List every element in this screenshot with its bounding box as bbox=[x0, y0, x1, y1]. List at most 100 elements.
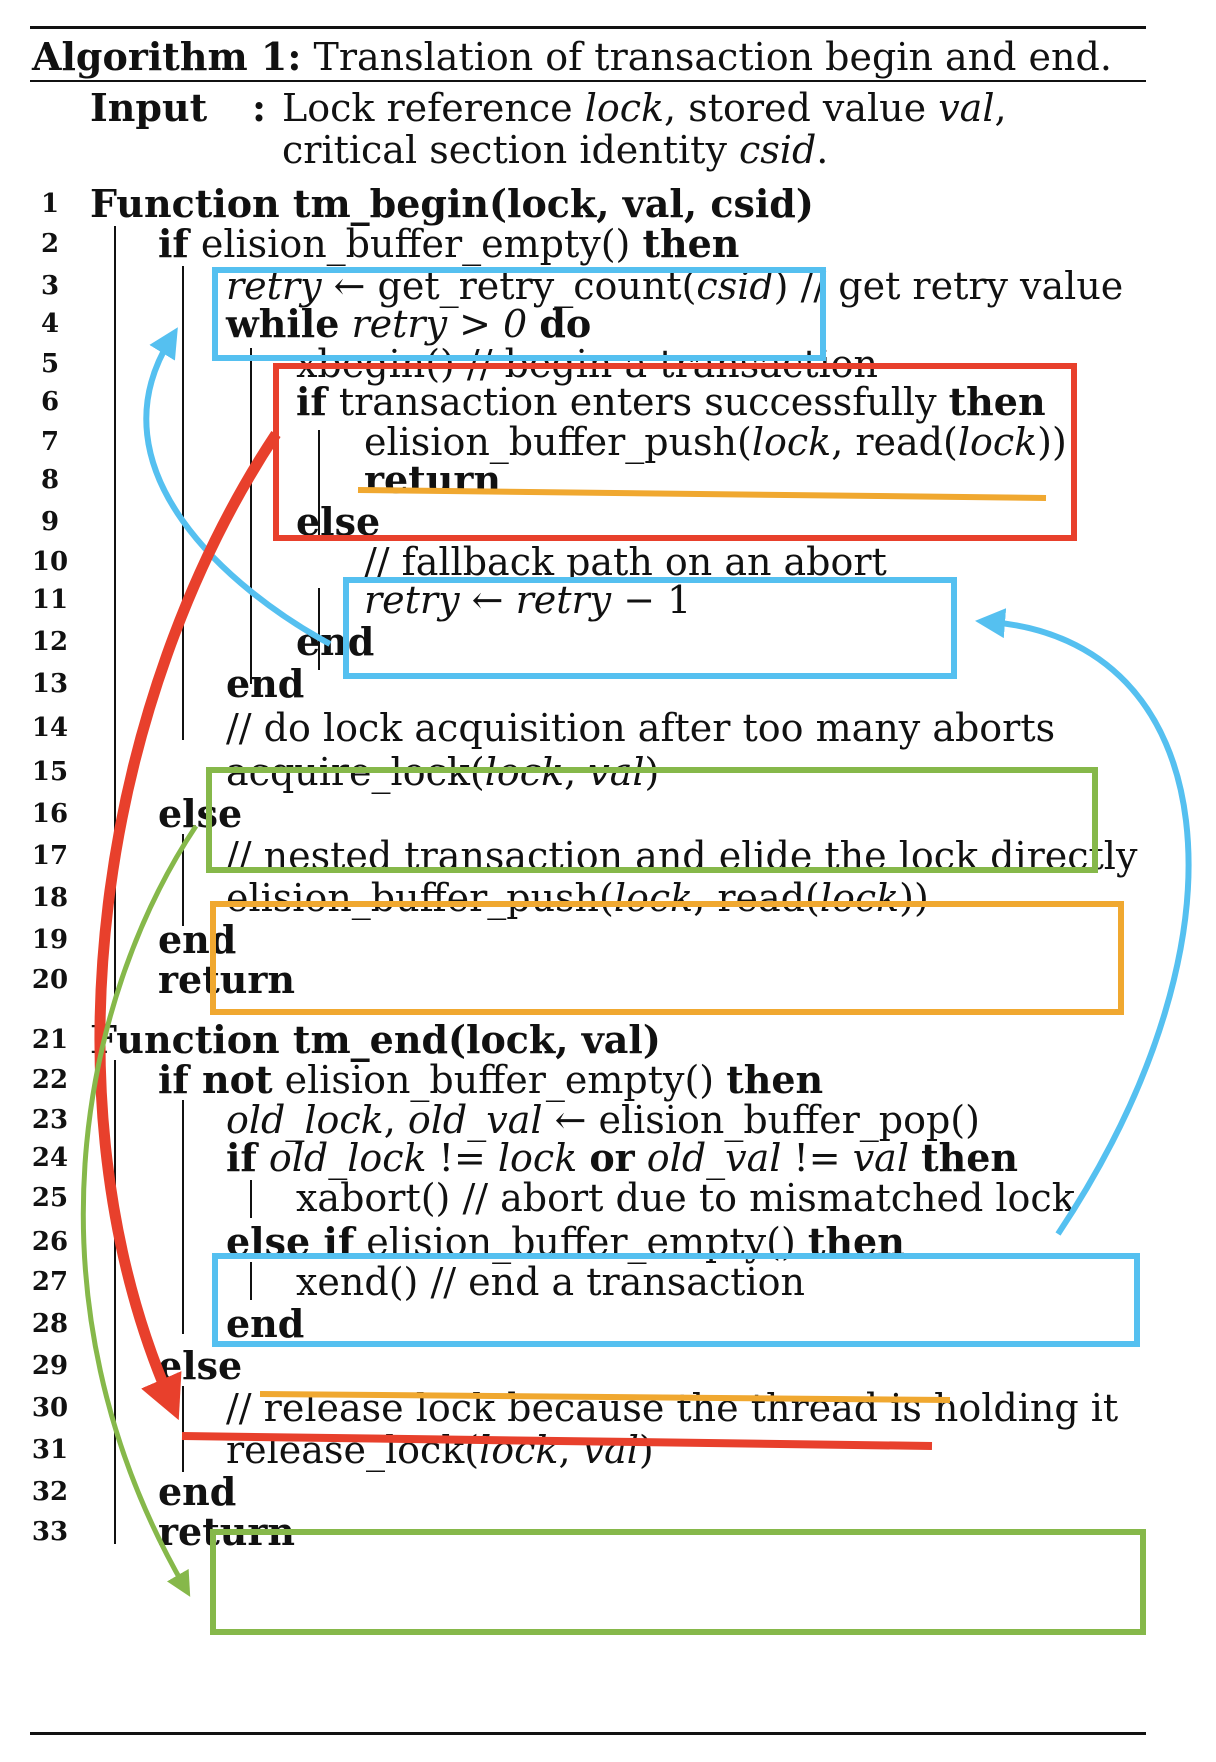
line-number: 5 bbox=[40, 349, 60, 379]
algorithm.lines.17.parts-part: )) bbox=[899, 876, 929, 920]
algorithm.lines.8.parts-part: else bbox=[296, 499, 381, 544]
scope-bar bbox=[318, 430, 320, 536]
nested-elide-box bbox=[210, 901, 1124, 1015]
code-line: Function tm_begin(lock, val, csid) bbox=[90, 182, 814, 226]
code-line: end bbox=[158, 1470, 236, 1514]
algorithm.lines.25.parts-part: then bbox=[807, 1219, 905, 1264]
algorithm.lines.5.parts-part: if bbox=[296, 379, 327, 424]
algorithm.input_line1-part: , bbox=[994, 86, 1007, 130]
algorithm.input_line2-part: csid bbox=[739, 128, 817, 172]
code-line: if old_lock != lock or old_val != val th… bbox=[226, 1135, 1019, 1181]
algorithm.lines.12.parts-part: end bbox=[226, 661, 305, 706]
algorithm.lines.1.parts-part: if bbox=[158, 221, 189, 266]
line-number: 1 bbox=[40, 189, 60, 219]
line-number: 29 bbox=[31, 1351, 69, 1381]
line-number: 10 bbox=[31, 547, 69, 577]
algorithm.lines.23.parts-part: != bbox=[426, 1136, 498, 1180]
algorithm.lines.2.parts-part: csid bbox=[696, 264, 774, 308]
algorithm.lines.31.parts-part: end bbox=[158, 1469, 237, 1514]
code-line: else bbox=[158, 792, 242, 836]
code-line: return bbox=[158, 1510, 295, 1554]
input-colon: : bbox=[252, 85, 267, 130]
line-number: 17 bbox=[31, 841, 69, 871]
algorithm.lines.21.parts-part: then bbox=[726, 1057, 824, 1102]
algorithm.lines.9.parts-part: // fallback path on an abort bbox=[364, 540, 887, 584]
line-number: 31 bbox=[31, 1435, 69, 1465]
algorithm.lines.10.parts-part: − 1 bbox=[611, 578, 692, 622]
title-rule bbox=[30, 80, 1146, 82]
algorithm.lines.3.parts-part bbox=[527, 302, 539, 346]
code-line: else if elision_buffer_empty() then bbox=[226, 1219, 905, 1265]
algorithm.input_line1-part: lock bbox=[584, 86, 665, 130]
algorithm.lines.5.parts-part: transaction enters successfully bbox=[326, 380, 949, 424]
algorithm.lines.30.parts-part: , bbox=[558, 1428, 583, 1472]
algorithm.lines.27.parts-part: end bbox=[226, 1301, 305, 1346]
scope-bar bbox=[182, 1386, 184, 1472]
code-line: // fallback path on an abort bbox=[364, 540, 887, 584]
algorithm.lines.23.parts-part: then bbox=[921, 1135, 1019, 1180]
line-number: 4 bbox=[40, 309, 60, 339]
algorithm.lines.21.parts-part: if not bbox=[158, 1057, 273, 1102]
scope-bar bbox=[250, 348, 252, 684]
line-number: 22 bbox=[31, 1065, 69, 1095]
algorithm.lines.23.parts-part: != bbox=[781, 1136, 853, 1180]
algorithm.lines.13.parts-part: // do lock acquisition after too many ab… bbox=[226, 706, 1056, 750]
algorithm.lines.17.parts-part: lock bbox=[613, 876, 694, 920]
algorithm.lines.10.parts-part: retry bbox=[364, 578, 460, 622]
algorithm.lines.23.parts-part: val bbox=[852, 1136, 909, 1180]
line-number: 9 bbox=[40, 507, 60, 537]
code-line: end bbox=[226, 1302, 304, 1346]
algorithm-caption: Translation of transaction begin and end… bbox=[313, 35, 1112, 79]
algorithm.lines.23.parts-part: if bbox=[226, 1135, 257, 1180]
scope-bar bbox=[182, 266, 184, 740]
algorithm.lines.23.parts-part bbox=[909, 1136, 921, 1180]
algorithm.input_line1-part: , stored value bbox=[664, 86, 939, 130]
code-line: release_lock(lock, val) bbox=[226, 1428, 654, 1472]
algorithm.lines.23.parts-part: old_val bbox=[646, 1136, 782, 1180]
line-number: 30 bbox=[31, 1393, 69, 1423]
algorithm.lines.25.parts-part: elision_buffer_empty() bbox=[354, 1220, 808, 1264]
line-number: 13 bbox=[31, 669, 69, 699]
scope-bar bbox=[182, 834, 184, 926]
line-number: 6 bbox=[40, 387, 60, 417]
algorithm-label: Algorithm 1: bbox=[32, 34, 302, 79]
line-number: 28 bbox=[31, 1309, 69, 1339]
algorithm.lines.15.parts-part: else bbox=[158, 791, 243, 836]
code-line: Function tm_end(lock, val) bbox=[90, 1018, 661, 1062]
algorithm.lines.7.parts-part: return bbox=[364, 457, 502, 502]
algorithm.lines.23.parts-part: old_lock bbox=[268, 1136, 427, 1180]
algorithm.input_line2-part: critical section identity bbox=[282, 128, 740, 172]
algorithm.lines.10.parts-part: ← bbox=[459, 578, 516, 622]
line-number: 33 bbox=[31, 1517, 69, 1547]
code-line: acquire_lock(lock, val) bbox=[226, 750, 659, 794]
algorithm.input_line1-part: val bbox=[938, 86, 995, 130]
line-number: 8 bbox=[40, 465, 60, 495]
code-line: retry ← retry − 1 bbox=[364, 578, 691, 622]
algorithm.lines.18.parts-part: end bbox=[158, 917, 237, 962]
line-number: 15 bbox=[31, 757, 69, 787]
scope-bar bbox=[318, 588, 320, 670]
top-rule bbox=[30, 26, 1146, 29]
line-number: 2 bbox=[40, 229, 60, 259]
scope-bar bbox=[250, 1180, 252, 1218]
line-number: 7 bbox=[40, 427, 60, 457]
bottom-rule bbox=[30, 1732, 1146, 1735]
input-label: Input bbox=[90, 85, 208, 130]
algorithm.lines.17.parts-part: , read( bbox=[693, 876, 820, 920]
algorithm.lines.21.parts-part: elision_buffer_empty() bbox=[272, 1058, 727, 1102]
algorithm.lines.16.parts-part: // nested transaction and elide the lock… bbox=[226, 834, 1138, 878]
algorithm.lines.29.parts-part: // release lock because the thread is ho… bbox=[226, 1386, 1119, 1430]
algorithm.lines.19.parts-part: return bbox=[158, 957, 296, 1002]
code-line: // do lock acquisition after too many ab… bbox=[226, 706, 1055, 750]
code-line: xabort() // abort due to mismatched lock bbox=[296, 1176, 1075, 1220]
algorithm.lines.6.parts-part: lock bbox=[957, 420, 1038, 464]
algorithm.lines.17.parts-part: elision_buffer_push( bbox=[226, 876, 614, 920]
algorithm.lines.3.parts-part: retry > 0 bbox=[351, 302, 528, 346]
code-line: while retry > 0 do bbox=[226, 302, 591, 347]
algorithm.lines.22.parts-part: ← elision_buffer_pop() bbox=[542, 1098, 980, 1142]
line-number: 12 bbox=[31, 627, 69, 657]
line-number: 18 bbox=[31, 883, 69, 913]
line-number: 3 bbox=[40, 271, 60, 301]
code-line: return bbox=[158, 958, 295, 1002]
algorithm.lines.23.parts-part bbox=[257, 1136, 269, 1180]
